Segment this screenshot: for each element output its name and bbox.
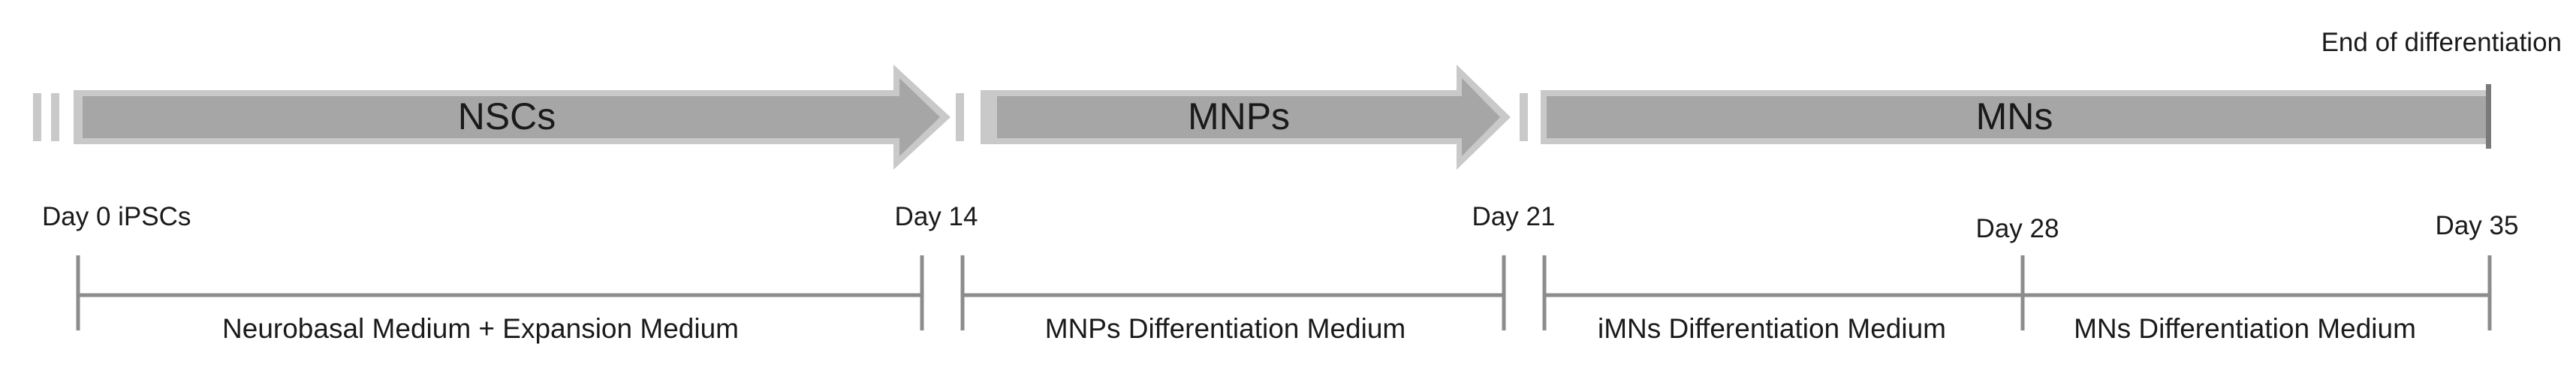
day-label-21: Day 21: [1472, 202, 1556, 231]
medium-bracket-mns: [2023, 255, 2492, 330]
day-label-14: Day 14: [895, 202, 978, 231]
phase-arrow-nscs: NSCs: [74, 65, 951, 170]
separator-tick-day14: [956, 93, 964, 141]
phase-bar-mns: MNs: [1541, 84, 2491, 149]
medium-bracket-mnps: [960, 255, 1506, 330]
day-label-0: Day 0 iPSCs: [42, 202, 191, 231]
medium-label-mns: MNs Differentiation Medium: [2074, 313, 2416, 344]
end-marker: [2486, 84, 2491, 149]
day-label-28: Day 28: [1976, 214, 2059, 243]
phase-label-mnps: MNPs: [1188, 95, 1290, 137]
medium-label-imns: iMNs Differentiation Medium: [1598, 313, 1946, 344]
medium-bracket-imns: [1542, 255, 2025, 330]
day-label-35: Day 35: [2436, 211, 2519, 240]
phase-arrow-mnps: MNPs: [981, 65, 1511, 170]
medium-label-neurobasal: Neurobasal Medium + Expansion Medium: [222, 313, 739, 344]
leading-tick-2: [51, 93, 59, 141]
end-of-differentiation-label: End of differentiation: [2321, 28, 2562, 57]
leading-tick-1: [33, 93, 41, 141]
phase-label-mns: MNs: [1976, 95, 2053, 137]
medium-bracket-neurobasal: [76, 255, 924, 330]
phase-label-nscs: NSCs: [458, 95, 556, 137]
separator-tick-day21: [1520, 93, 1528, 141]
medium-label-mnps: MNPs Differentiation Medium: [1045, 313, 1406, 344]
